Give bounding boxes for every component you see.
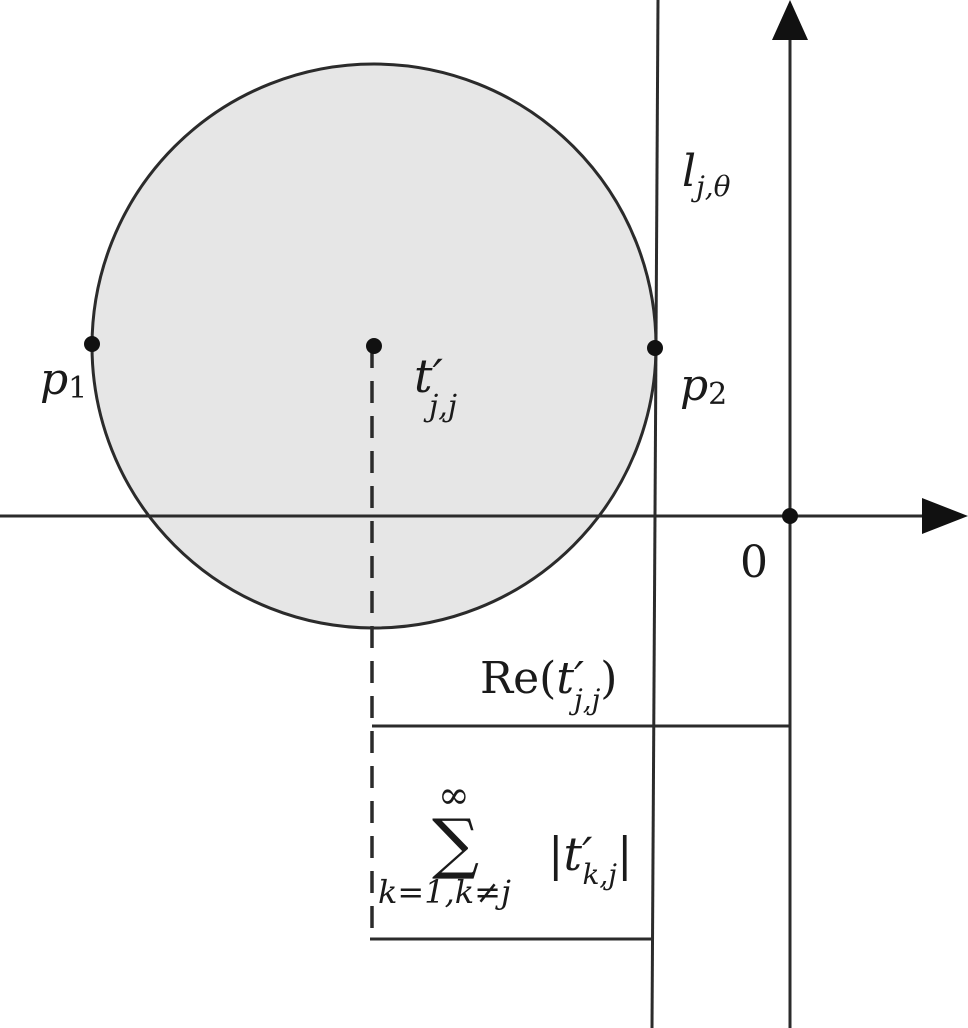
label-sum: ∞ ∑ k=1,k≠j |t′k,j| [378,773,633,911]
point-p2 [647,340,663,356]
tangent-line-l [650,0,660,1028]
point-center [366,338,382,354]
sum-lower-limit: k=1,k≠j [378,873,511,911]
label-line-l: lj,θ [682,146,731,203]
point-p1 [84,336,100,352]
sum-symbol: ∑ [432,805,479,882]
point-origin [782,508,798,524]
sum-upper-limit: ∞ [438,773,470,817]
label-p1: p1 [40,354,87,406]
label-re: Re(t′j,j) [480,653,617,716]
sum-term: |t′k,j| [548,827,633,891]
label-center: t′j,j [414,349,457,424]
label-p2: p2 [680,360,727,412]
label-origin: 0 [740,537,768,588]
imaginary-axis-arrowhead [772,0,808,40]
real-axis-arrowhead [922,498,968,534]
